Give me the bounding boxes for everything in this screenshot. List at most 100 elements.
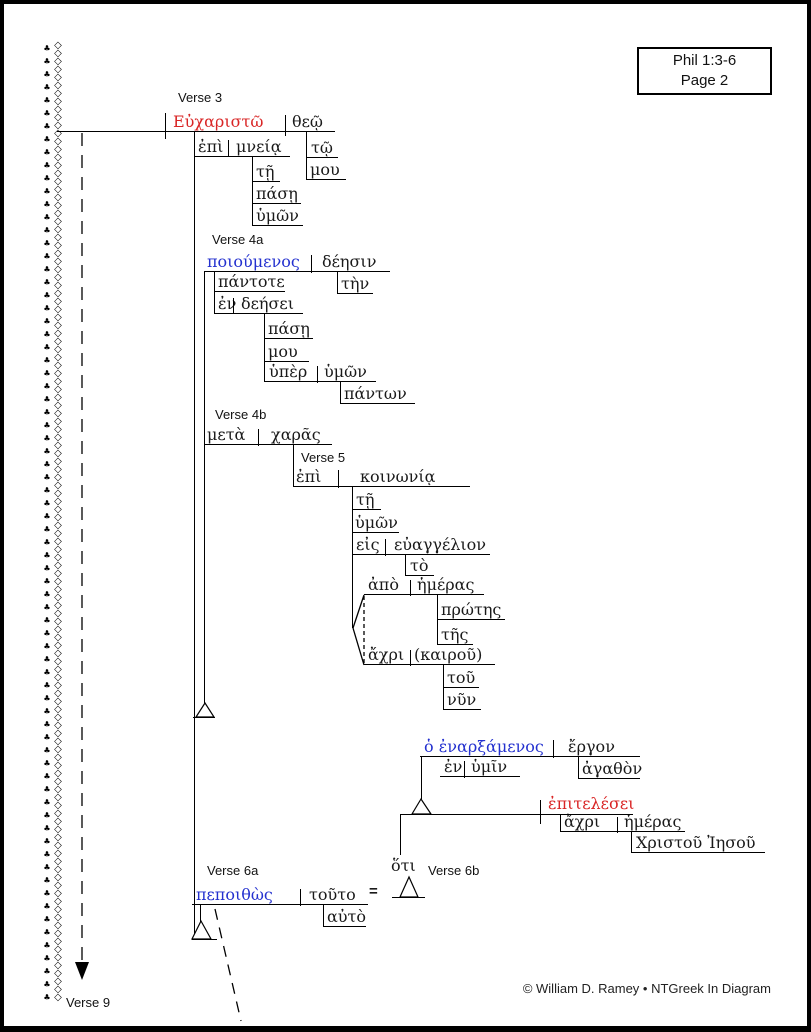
greek-word: εὐαγγέλιον xyxy=(394,535,487,554)
greek-word: ἡμέρας xyxy=(417,575,475,594)
diagram-connector-line xyxy=(311,255,312,273)
diagram-connector-line xyxy=(228,140,229,157)
diagram-connector-line xyxy=(300,889,301,906)
greek-word: τὸ xyxy=(410,556,429,575)
greek-word: χαρᾶς xyxy=(271,425,321,444)
pedestal-triangle xyxy=(194,701,216,718)
diagram-connector-line xyxy=(337,271,338,293)
greek-word: τοῦ xyxy=(447,668,476,687)
diagram-baseline xyxy=(400,814,633,815)
greek-word: ἐπὶ xyxy=(296,467,322,486)
diagram-connector-line xyxy=(385,539,386,556)
greek-word: τῆς xyxy=(441,625,469,644)
greek-word: εἰς xyxy=(356,535,380,554)
diagram-connector-line xyxy=(553,740,554,758)
bracket-arm xyxy=(352,627,365,666)
diagram-baseline xyxy=(340,403,415,404)
bracket-arm xyxy=(352,594,365,629)
diagram-connector-line xyxy=(233,298,234,314)
greek-word: δεήσει xyxy=(241,294,294,313)
diagram-baseline xyxy=(560,831,685,832)
diagram-connector-line xyxy=(578,756,579,778)
diagram-baseline xyxy=(214,291,285,292)
diagram-connector-line xyxy=(400,814,401,855)
diagram-baseline xyxy=(443,687,479,688)
diagram-baseline xyxy=(193,717,215,718)
diagram-connector-line xyxy=(293,444,294,486)
diagram-connector-line xyxy=(194,131,195,939)
diagram-baseline xyxy=(194,156,290,157)
diagram-connector-line xyxy=(437,594,438,644)
greek-word: ἀπὸ xyxy=(368,575,399,594)
dashed-connector xyxy=(214,908,242,1022)
diagram-baseline xyxy=(192,939,217,940)
greek-word: ὑμῶν xyxy=(256,206,299,225)
diagram-baseline xyxy=(252,181,280,182)
greek-word: Εὐχαριστῶ xyxy=(173,112,264,131)
page-number: Page 2 xyxy=(680,72,729,89)
diagram-baseline xyxy=(306,179,346,180)
diagram-connector-line xyxy=(405,554,406,575)
diagram-connector-line xyxy=(410,650,411,666)
greek-word: ἀγαθὸν xyxy=(582,759,643,778)
diagram-baseline xyxy=(252,203,301,204)
diagram-connector-line xyxy=(214,271,215,313)
greek-word: τῇ xyxy=(356,490,375,509)
greek-word: ὁ ἐναρξάμενος xyxy=(424,737,544,756)
greek-word: κοινωνίᾳ xyxy=(360,467,436,486)
diagram-connector-line xyxy=(540,800,541,824)
diagram-baseline xyxy=(204,271,390,272)
left-border-ornament-chain: ◇ ◇ ◇ ◇ ◇ ◇ ◇ ◇ ◇ ◇ ◇ ◇ ◇ ◇ ◇ ◇ ◇ ◇ ◇ ◇ … xyxy=(54,40,62,1003)
passage-reference-box: Phil 1:3-6 Page 2 xyxy=(637,47,772,95)
greek-word: ἐπὶ xyxy=(198,137,224,156)
greek-word: = xyxy=(369,883,378,900)
greek-word: ὑμῖν xyxy=(471,757,508,776)
greek-word: ἄχρι xyxy=(368,645,405,664)
diagram-connector-line xyxy=(200,904,201,922)
diagram-connector-line xyxy=(306,131,307,180)
diagram-connector-line xyxy=(338,470,339,488)
greek-word: ὅτι xyxy=(391,856,416,875)
greek-word: νῦν xyxy=(447,690,477,709)
diagram-connector-line xyxy=(252,156,253,225)
diagram-baseline xyxy=(420,756,640,757)
greek-word: ὑπὲρ xyxy=(269,362,308,381)
greek-word: θεῷ xyxy=(292,112,323,131)
greek-word: πάσῃ xyxy=(268,319,310,338)
greek-word: πάντοτε xyxy=(218,272,285,291)
diagram-baseline xyxy=(352,532,399,533)
diagram-baseline xyxy=(364,664,495,665)
greek-word: αὐτὸ xyxy=(327,907,367,926)
greek-word: ὑμῶν xyxy=(355,513,398,532)
diagram-connector-line xyxy=(285,115,286,136)
verse-label: Verse 5 xyxy=(301,450,346,465)
verse-label: Verse 6a xyxy=(207,863,259,878)
pedestal-triangle xyxy=(410,797,433,815)
greek-word: πάντων xyxy=(344,384,407,403)
diagram-baseline xyxy=(443,709,481,710)
greek-word: ὑμῶν xyxy=(324,362,367,381)
diagram-connector-line xyxy=(443,664,444,709)
diagram-connector-line xyxy=(204,271,205,703)
diagram-baseline xyxy=(631,852,765,853)
verse-label: Verse 4a xyxy=(212,232,264,247)
greek-word: Χριστοῦ Ἰησοῦ xyxy=(636,833,756,852)
diagram-baseline xyxy=(264,381,376,382)
diagram-baseline xyxy=(440,776,520,777)
diagram-baseline xyxy=(437,619,505,620)
diagram-baseline xyxy=(337,293,373,294)
greek-word: μετὰ xyxy=(207,425,246,444)
diagram-connector-line xyxy=(340,381,341,403)
down-arrowhead xyxy=(75,962,89,980)
diagram-baseline xyxy=(57,131,335,132)
greek-word: ποιούμενος xyxy=(207,252,300,271)
diagram-connector-line xyxy=(631,831,632,852)
left-border-ornament-clubs: ♣ ♣ ♣ ♣ ♣ ♣ ♣ ♣ ♣ ♣ ♣ ♣ ♣ ♣ ♣ ♣ ♣ ♣ ♣ ♣ … xyxy=(43,44,51,1002)
greek-word: μνείᾳ xyxy=(236,137,282,156)
diagram-baseline xyxy=(214,313,303,314)
diagram-baseline xyxy=(192,904,368,905)
diagram-baseline xyxy=(437,644,473,645)
diagram-baseline xyxy=(204,444,332,445)
